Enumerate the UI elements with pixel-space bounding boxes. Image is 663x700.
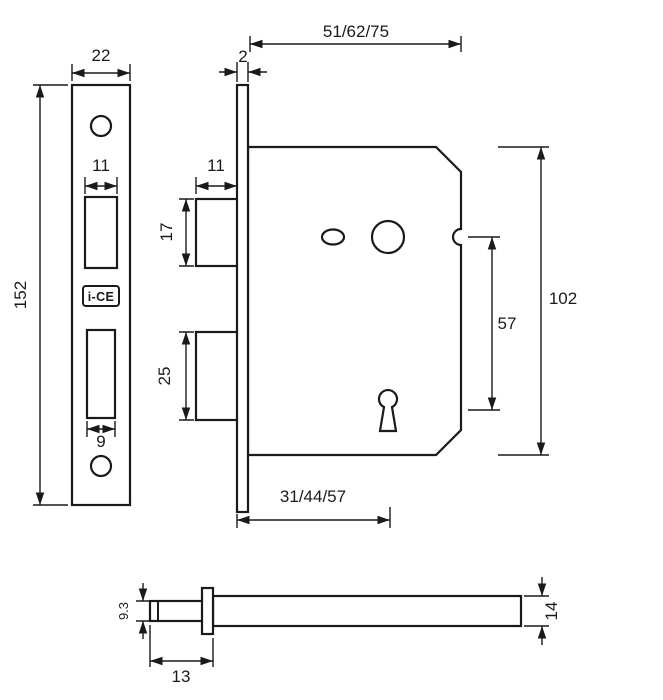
lock-case-body	[246, 145, 463, 457]
brand-logo: i-CE	[82, 285, 120, 307]
dim-deadbolt-height: 25	[155, 331, 194, 421]
cylinder-barrel	[211, 594, 523, 628]
faceplate-width-label: 22	[92, 46, 111, 65]
extension-lines	[136, 600, 151, 622]
dim-forend-thickness: 2	[219, 47, 267, 82]
dim-faceplate-height: 152	[11, 84, 68, 506]
dim-spindle-diameter: 9.3	[116, 583, 151, 639]
dim-latch-height: 17	[157, 198, 194, 267]
dim-spindle-length: 13	[149, 625, 214, 686]
dead-bolt	[194, 330, 241, 422]
case-depth-label: 51/62/75	[323, 22, 389, 41]
dim-latch-cutout-width: 11	[84, 156, 118, 194]
dim-spindle-to-keyhole: 57	[468, 236, 517, 411]
bottom-screw-hole	[89, 454, 113, 478]
top-screw-hole	[89, 114, 113, 138]
dim-faceplate-width: 22	[71, 46, 131, 81]
dim-latch-width: 11	[195, 156, 238, 194]
deadbolt-cutout-width-label: 9	[96, 432, 105, 451]
extension-lines	[236, 507, 391, 528]
deadbolt-cutout	[85, 328, 117, 420]
spindle-length-label: 13	[172, 667, 191, 686]
faceplate-height-label: 152	[11, 281, 30, 309]
faceplate-front-view: i-CE	[70, 83, 132, 507]
forend-thickness-label: 2	[238, 47, 247, 66]
spindle-hole	[370, 219, 406, 255]
extension-lines	[468, 236, 500, 411]
forend-plate-side-view	[235, 83, 250, 514]
spindle-diameter-label: 9.3	[116, 602, 131, 620]
latch-width-label: 11	[207, 156, 225, 175]
case-height-label: 102	[549, 289, 577, 308]
spindle-to-keyhole-label: 57	[498, 314, 517, 333]
latch-bolt	[194, 197, 241, 268]
brand-logo-text: i-CE	[88, 290, 115, 304]
follower-slot-oval	[320, 228, 346, 246]
cylinder-flange	[200, 586, 215, 636]
deadbolt-height-label: 25	[155, 367, 174, 386]
latch-cutout	[83, 195, 119, 270]
latch-height-label: 17	[157, 223, 176, 242]
keyhole	[377, 388, 399, 433]
dim-case-depth: 51/62/75	[249, 22, 462, 52]
extension-lines	[33, 84, 68, 506]
dim-case-height: 102	[498, 146, 577, 456]
cylinder-assembly-side-view	[148, 586, 523, 636]
dim-backset: 31/44/57	[236, 487, 391, 528]
dim-deadbolt-cutout-width: 9	[86, 421, 116, 451]
barrel-diameter-label: 14	[542, 602, 561, 621]
latch-cutout-width-label: 11	[92, 156, 110, 175]
dim-barrel-diameter: 14	[524, 577, 561, 645]
faceplate-outline	[70, 83, 132, 507]
backset-label: 31/44/57	[280, 487, 346, 506]
brand-logo-box	[82, 285, 120, 307]
lock-case-side-view	[246, 145, 463, 457]
